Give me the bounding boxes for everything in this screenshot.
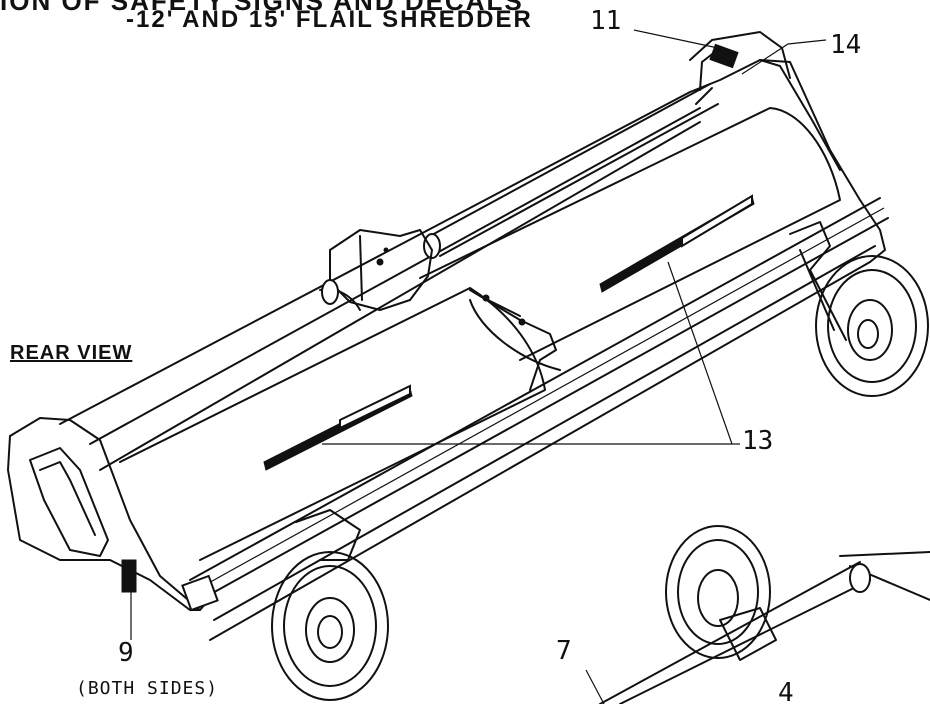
decal-9 (121, 559, 137, 593)
title-line-1: ION OF SAFETY SIGNS AND DECALS (0, 0, 524, 16)
callout-9-note: (BOTH SIDES) (76, 678, 219, 699)
rear-right-wheel (789, 221, 929, 397)
decal-13-front (263, 384, 413, 471)
center-hitch (469, 289, 557, 391)
rotor-cover-rear (419, 107, 841, 371)
callout-7: 7 (556, 636, 572, 666)
callout-14: 14 (830, 30, 862, 60)
callout-9: 9 (118, 638, 134, 668)
callout-11: 11 (590, 6, 622, 36)
detail-wheel (599, 525, 930, 704)
front-bar (189, 197, 889, 641)
title-line-2: -12' AND 15' FLAIL SHREDDER (126, 6, 533, 33)
front-left-wheel (271, 509, 389, 701)
leader-lines (130, 29, 827, 704)
callout-13: 13 (742, 426, 774, 456)
left-end-plate (7, 417, 219, 612)
decal-11 (709, 43, 739, 69)
decal-13-rear (599, 194, 755, 293)
rotor-cover-front (119, 287, 546, 561)
callout-4: 4 (778, 678, 794, 708)
center-gearbox (319, 229, 433, 311)
view-label: REAR VIEW (10, 342, 133, 364)
shredder-frame (59, 31, 886, 471)
top-tube (423, 83, 719, 259)
